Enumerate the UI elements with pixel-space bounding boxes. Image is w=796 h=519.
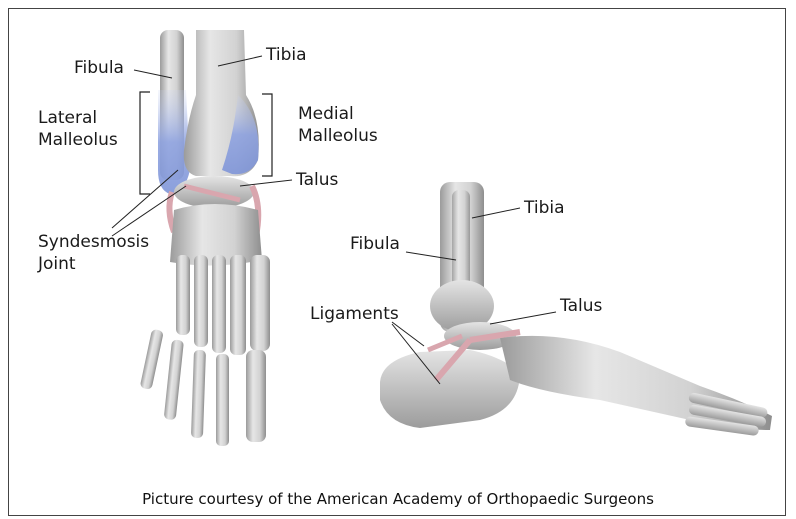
front-tibia-label: Tibia xyxy=(266,45,307,65)
medial-malleolus-label-line1: Medial xyxy=(298,104,354,124)
lateral-malleolus-bracket xyxy=(140,92,150,194)
side-tibia-label: Tibia xyxy=(524,198,565,218)
front-fibula-label: Fibula xyxy=(74,58,124,78)
side-fibula-label: Fibula xyxy=(350,234,400,254)
medial-malleolus-bracket xyxy=(262,94,272,176)
ligaments-leader-a xyxy=(392,322,424,346)
ligaments-label: Ligaments xyxy=(310,304,399,324)
medial-malleolus-label-line2: Malleolus xyxy=(298,126,378,146)
front-metatarsals xyxy=(176,255,270,355)
lateral-malleolus-label-line1: Lateral xyxy=(38,108,97,128)
lateral-malleolus-label-line2: Malleolus xyxy=(38,130,118,150)
syndesmosis-label-line2: Joint xyxy=(38,254,76,274)
side-talus-label: Talus xyxy=(560,296,602,316)
front-talus-label: Talus xyxy=(296,170,338,190)
syndesmosis-label-line1: Syndesmosis xyxy=(38,232,149,252)
side-talus-leader xyxy=(490,312,556,324)
image-caption: Picture courtesy of the American Academy… xyxy=(0,490,796,508)
front-talus-leader xyxy=(240,180,292,186)
